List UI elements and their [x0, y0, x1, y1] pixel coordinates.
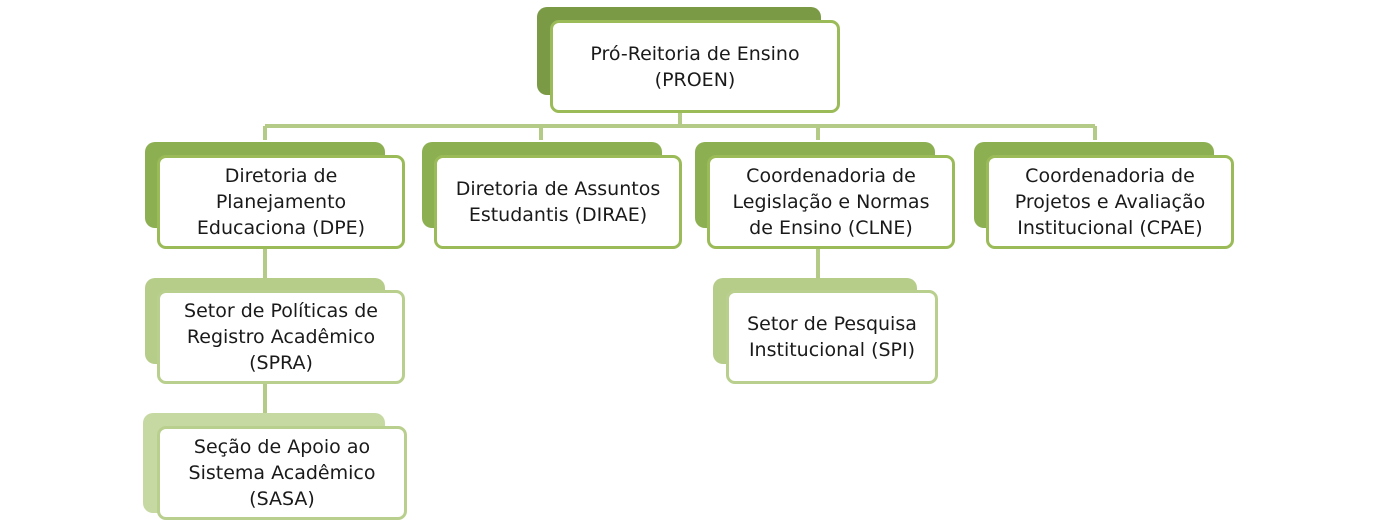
node-card: Setor de Pesquisa Institucional (SPI) — [726, 290, 938, 384]
node-label: Diretoria de Planejamento Educaciona (DP… — [196, 165, 366, 239]
node-label: Coordenadoria de Projetos e Avaliação In… — [1014, 165, 1206, 239]
node-label: Setor de Pesquisa Institucional (SPI) — [747, 313, 917, 361]
node-card: Pró-Reitoria de Ensino (PROEN) — [550, 20, 840, 113]
node-card: Coordenadoria de Projetos e Avaliação In… — [986, 155, 1234, 249]
node-card: Seção de Apoio ao Sistema Acadêmico (SAS… — [157, 426, 407, 520]
node-card: Setor de Políticas de Registro Acadêmico… — [157, 290, 405, 384]
node-label: Coordenadoria de Legislação e Normas de … — [732, 165, 930, 239]
node-label: Setor de Políticas de Registro Acadêmico… — [184, 300, 378, 374]
node-label: Diretoria de Assuntos Estudantis (DIRAE) — [455, 178, 661, 226]
node-label: Seção de Apoio ao Sistema Acadêmico (SAS… — [188, 436, 376, 510]
node-card: Diretoria de Planejamento Educaciona (DP… — [157, 155, 405, 249]
node-label: Pró-Reitoria de Ensino (PROEN) — [590, 42, 800, 91]
node-card: Coordenadoria de Legislação e Normas de … — [707, 155, 955, 249]
node-card: Diretoria de Assuntos Estudantis (DIRAE) — [434, 155, 682, 249]
